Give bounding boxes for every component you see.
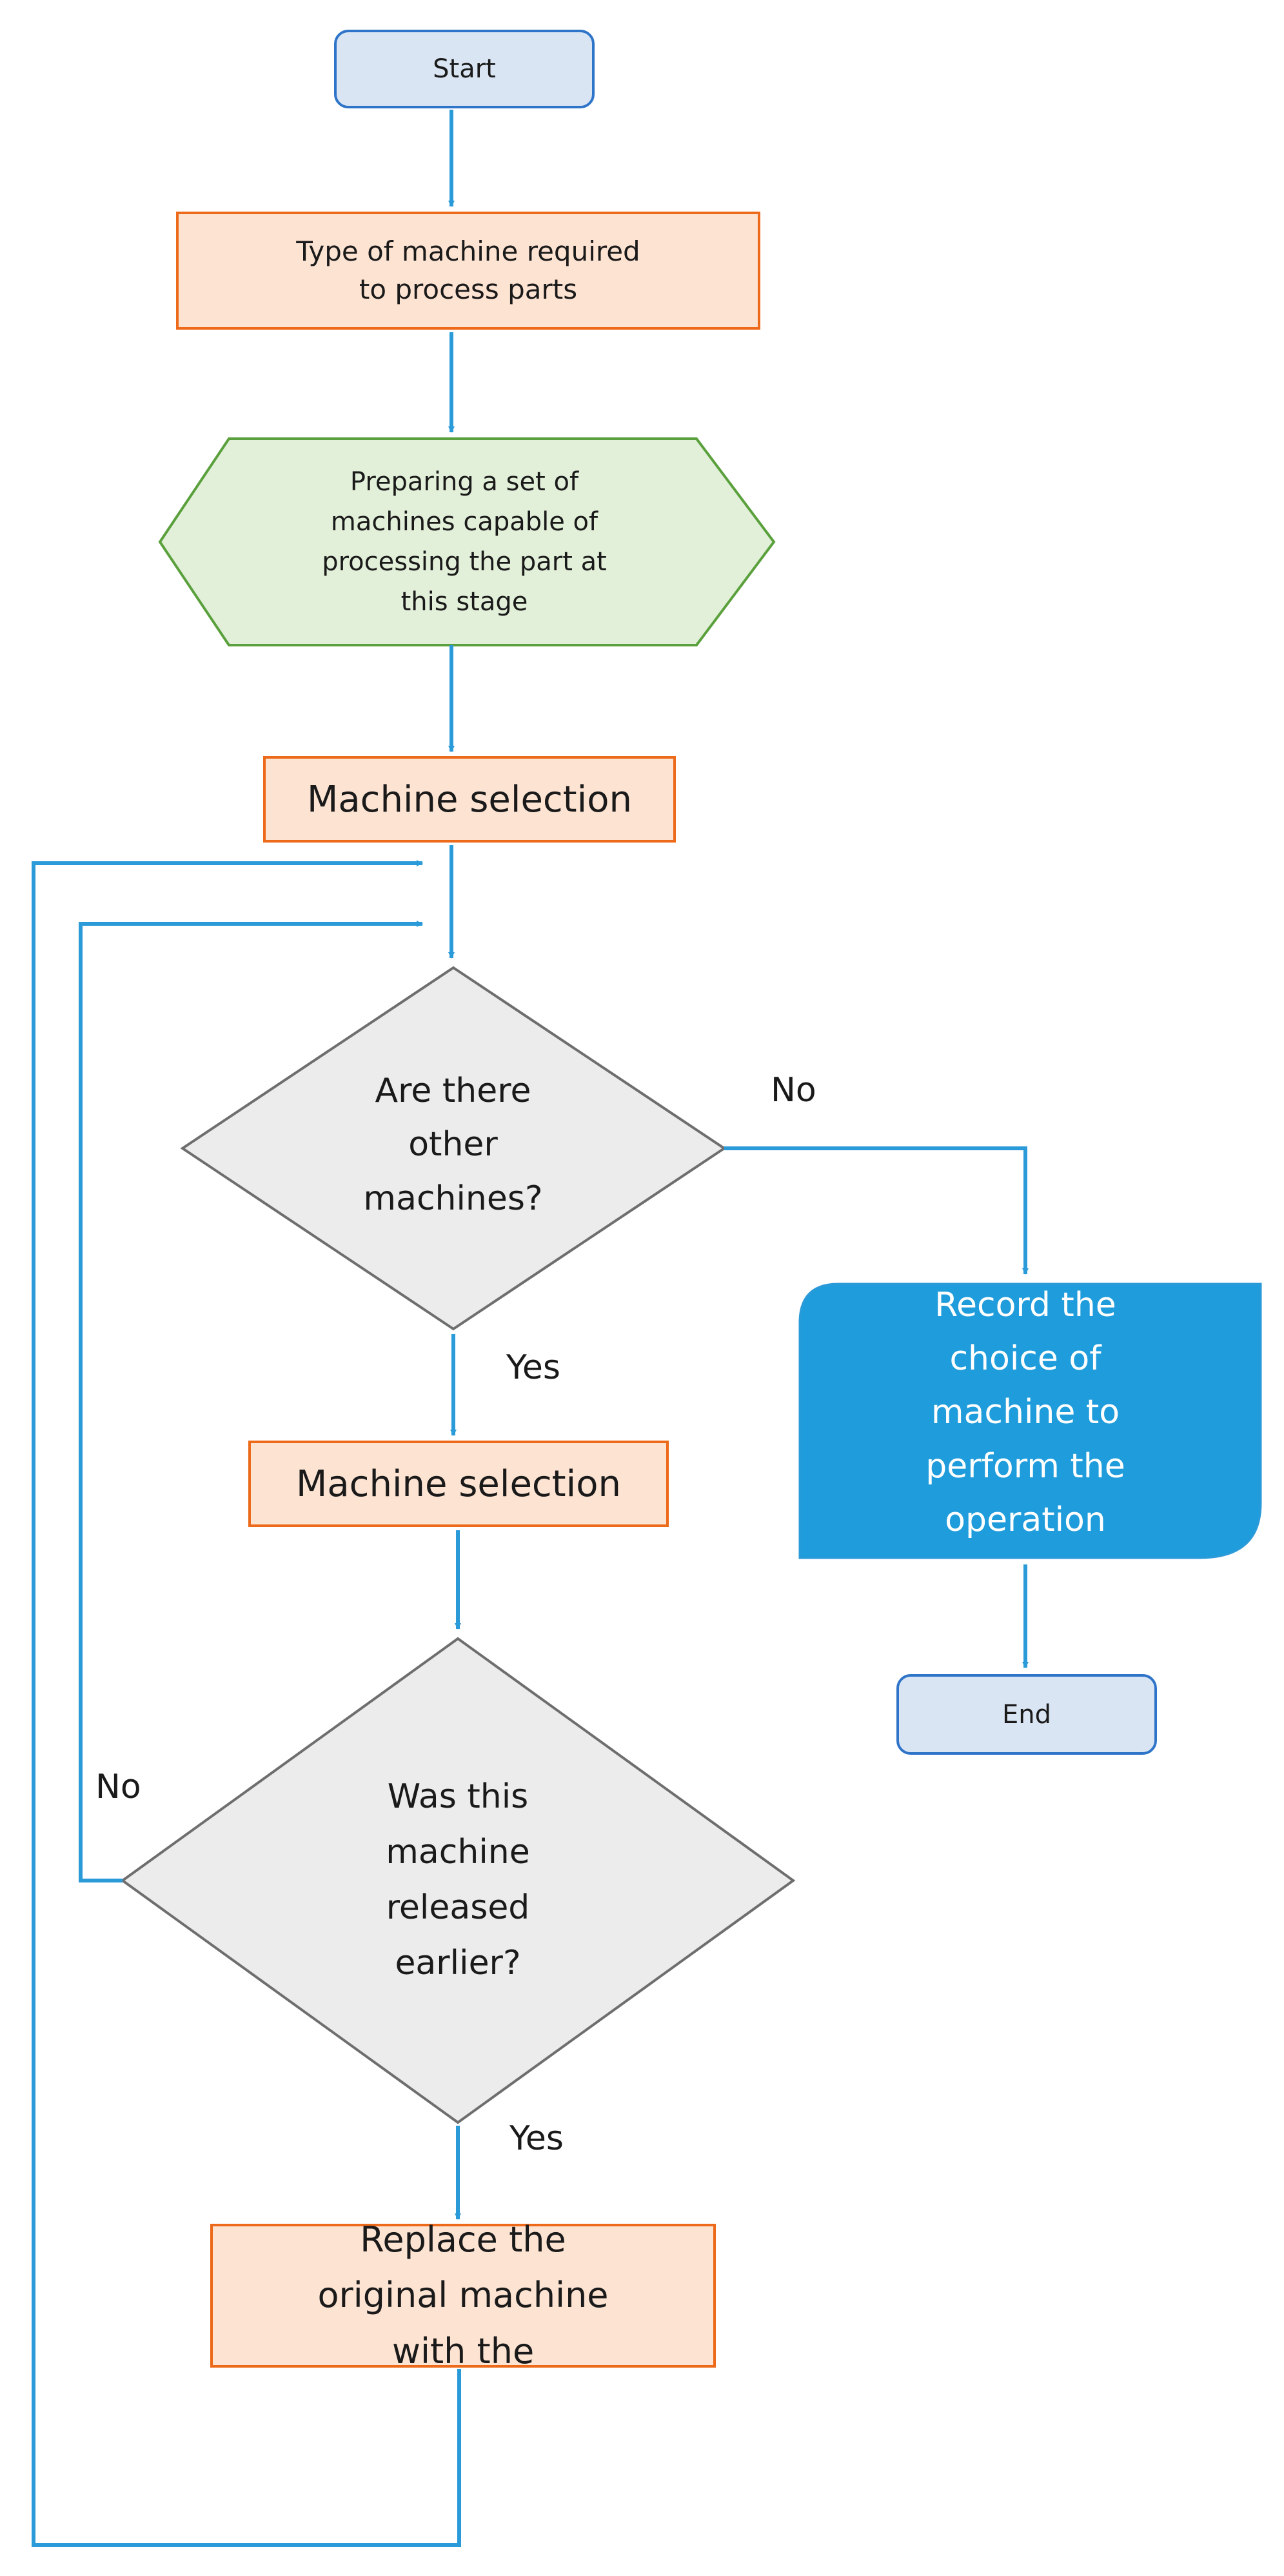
preparation-label: Preparing a set of machines capable of p…: [322, 467, 607, 617]
replace-machine-label: Replace the original machine with the: [317, 2219, 609, 2371]
machine-selection-label-2: Machine selection: [296, 1463, 621, 1505]
arrow-replace-loop-back: [32, 860, 461, 2547]
decision-released-shape: [120, 1637, 796, 2124]
decision-released-label: Was this machine released earlier?: [386, 1777, 530, 1982]
start-node: Start: [334, 30, 595, 108]
machine-selection-label-1: Machine selection: [307, 778, 632, 821]
arrow-released-no-loop: [79, 921, 423, 1882]
edge-label-yes-released: Yes: [509, 2119, 564, 2158]
record-choice-label: Record the choice of machine to perform …: [925, 1286, 1125, 1539]
arrow-no-to-record: [724, 1146, 1029, 1275]
preparation-shape: [158, 437, 776, 646]
end-node: End: [896, 1674, 1157, 1755]
replace-machine-node: Replace the original machine with the: [210, 2219, 716, 2371]
end-label: End: [1002, 1699, 1051, 1730]
type-of-machine-node: Type of machine required to process part…: [176, 212, 760, 330]
record-choice-node: Record the choice of machine to perform …: [832, 1286, 1219, 1539]
decision-other-machines-shape: [180, 966, 727, 1331]
preparation-node: Preparing a set of machines capable of p…: [303, 445, 626, 639]
start-label: Start: [433, 54, 496, 84]
edge-label-no-other: No: [771, 1071, 816, 1110]
edge-label-no-released: No: [95, 1768, 141, 1806]
machine-selection-node-1: Machine selection: [263, 756, 676, 843]
decision-other-machines-node: Are there other machines?: [326, 1045, 580, 1245]
decision-other-machines-label: Are there other machines?: [363, 1072, 543, 1218]
machine-selection-node-2: Machine selection: [248, 1441, 669, 1527]
record-shape: [798, 1283, 1262, 1559]
decision-released-node: Was this machine released earlier?: [329, 1752, 587, 2010]
edge-label-yes-other: Yes: [506, 1348, 560, 1387]
type-of-machine-label: Type of machine required to process part…: [296, 235, 640, 305]
